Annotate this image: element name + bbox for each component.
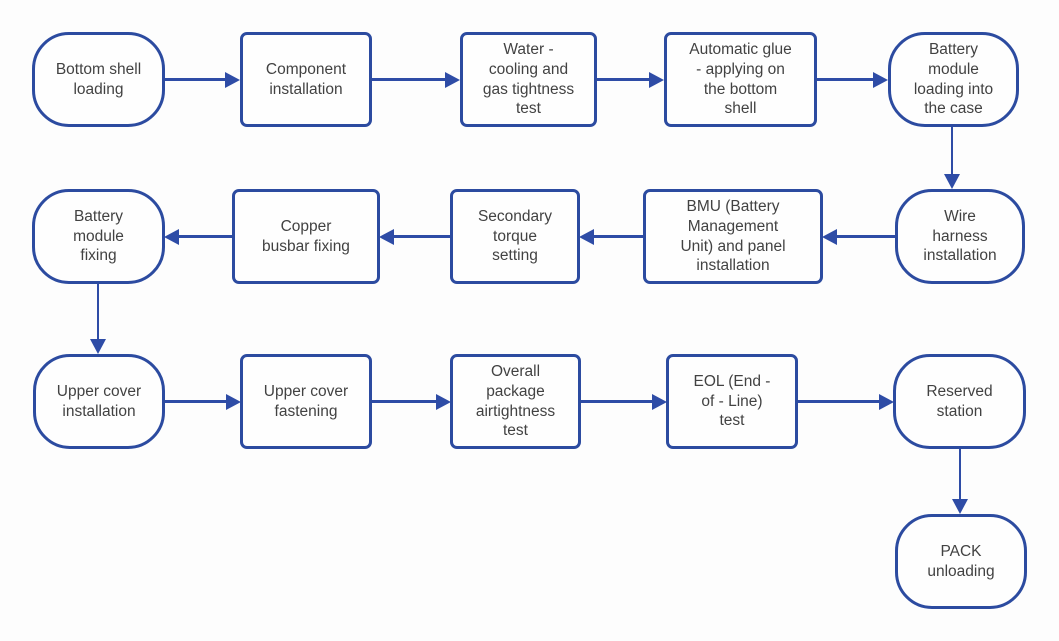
arrow-secondary-torque-to-copper-busbar (379, 228, 450, 245)
node-label: Upper cover fastening (263, 382, 349, 420)
node-upper-cover-installation: Upper cover installation (33, 354, 165, 449)
node-label: Reserved station (926, 382, 993, 420)
node-label: BMU (Battery Management Unit) and panel … (680, 198, 786, 275)
node-pack-unloading: PACK unloading (895, 514, 1027, 609)
node-secondary-torque-setting: Secondary torque setting (450, 189, 580, 284)
node-copper-busbar-fixing: Copper busbar fixing (232, 189, 380, 284)
node-automatic-glue-applying: Automatic glue - applying on the bottom … (664, 32, 817, 127)
node-upper-cover-fastening: Upper cover fastening (240, 354, 372, 449)
node-label: Water - cooling and gas tightness test (482, 41, 575, 118)
node-label: Bottom shell loading (55, 60, 142, 98)
node-component-installation: Component installation (240, 32, 372, 127)
node-wire-harness-installation: Wire harness installation (895, 189, 1025, 284)
node-water-cooling-gas-tightness-test: Water - cooling and gas tightness test (460, 32, 597, 127)
node-battery-module-loading: Battery module loading into the case (888, 32, 1019, 127)
node-label: PACK unloading (927, 542, 995, 580)
node-label: Automatic glue - applying on the bottom … (689, 41, 792, 118)
arrow-eol-test-to-reserved-station (798, 393, 894, 410)
node-label: Battery module loading into the case (913, 41, 994, 118)
arrow-overall-package-to-eol-test (581, 393, 667, 410)
arrow-water-cooling-to-automatic-glue (597, 71, 664, 88)
node-battery-module-fixing: Battery module fixing (32, 189, 165, 284)
node-label: Battery module fixing (73, 207, 124, 265)
arrow-bmu-to-secondary-torque (579, 228, 643, 245)
arrow-battery-module-fixing-to-upper-cover-installation (90, 284, 106, 354)
arrow-bottom-shell-to-component (165, 71, 240, 88)
node-label: EOL (End - of - Line) test (693, 372, 771, 430)
node-overall-package-airtightness-test: Overall package airtightness test (450, 354, 581, 449)
node-bmu-panel-installation: BMU (Battery Management Unit) and panel … (643, 189, 823, 284)
arrow-reserved-station-to-pack-unloading (952, 449, 968, 514)
node-label: Copper busbar fixing (262, 217, 350, 255)
arrow-copper-busbar-to-battery-module-fixing (164, 228, 232, 245)
arrow-battery-module-loading-to-wire-harness (944, 127, 960, 189)
node-label: Overall package airtightness test (475, 363, 556, 440)
node-label: Secondary torque setting (477, 207, 553, 265)
node-reserved-station: Reserved station (893, 354, 1026, 449)
node-eol-test: EOL (End - of - Line) test (666, 354, 798, 449)
arrow-automatic-glue-to-battery-module-loading (817, 71, 888, 88)
node-bottom-shell-loading: Bottom shell loading (32, 32, 165, 127)
node-label: Upper cover installation (56, 382, 142, 420)
node-label: Wire harness installation (923, 207, 997, 265)
node-label: Component installation (265, 60, 347, 98)
arrow-component-to-water-cooling (372, 71, 460, 88)
arrow-wire-harness-to-bmu (822, 228, 895, 245)
arrow-upper-cover-fastening-to-overall-package (372, 393, 451, 410)
arrow-upper-cover-installation-to-upper-cover-fastening (165, 393, 241, 410)
